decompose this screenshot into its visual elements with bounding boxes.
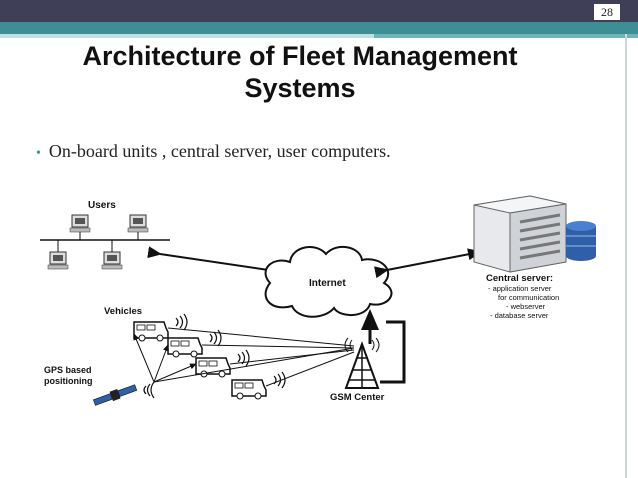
computer-icon bbox=[47, 240, 69, 270]
header-accent-bar bbox=[0, 22, 638, 34]
vehicle-gsm-links bbox=[133, 327, 355, 387]
title-line-1: Architecture of Fleet Management bbox=[82, 41, 518, 71]
right-divider bbox=[625, 34, 627, 478]
internet-server-link bbox=[374, 248, 482, 279]
title-line-2: Systems bbox=[244, 73, 356, 103]
server-description: Central server: - application server for… bbox=[486, 273, 559, 320]
gsm-tower-icon bbox=[344, 337, 380, 389]
header-accent-light bbox=[0, 34, 374, 38]
users-label: Users bbox=[88, 200, 116, 211]
bullet-text: On-board units , central server, user co… bbox=[48, 141, 391, 161]
server-icon bbox=[473, 195, 567, 273]
internet-label: Internet bbox=[309, 278, 346, 289]
gps-label: GPS based bbox=[44, 365, 92, 375]
vehicle-icon bbox=[133, 321, 169, 342]
computer-icon bbox=[127, 214, 149, 240]
bullet-dot-icon: • bbox=[36, 146, 41, 161]
header-bar bbox=[0, 0, 638, 22]
users-network: Users bbox=[40, 200, 170, 270]
server-title: Central server: bbox=[486, 273, 553, 284]
internet-cloud-icon: Internet bbox=[264, 245, 393, 318]
computer-icon bbox=[101, 240, 123, 270]
server-line: - database server bbox=[490, 311, 549, 320]
database-icon bbox=[566, 221, 596, 261]
page-number: 28 bbox=[594, 4, 620, 20]
gsm-label: GSM Center bbox=[330, 392, 385, 403]
gsm-network-links bbox=[361, 309, 406, 384]
vehicles-label: Vehicles bbox=[104, 306, 142, 317]
server-line: - application server bbox=[488, 284, 552, 293]
users-internet-link bbox=[147, 246, 284, 277]
vehicle-icon bbox=[167, 337, 203, 358]
header-accent-mid bbox=[374, 34, 638, 38]
server-line: for communication bbox=[498, 293, 559, 302]
satellite-icon bbox=[92, 384, 138, 406]
signal-waves-icon bbox=[143, 313, 286, 399]
vehicle-icon bbox=[231, 379, 267, 400]
gps-label: positioning bbox=[44, 376, 93, 386]
bullet-item: • On-board units , central server, user c… bbox=[36, 141, 391, 162]
server-line: - webserver bbox=[506, 302, 546, 311]
computer-icon bbox=[69, 214, 91, 240]
slide-title: Architecture of Fleet Management Systems bbox=[30, 40, 570, 104]
